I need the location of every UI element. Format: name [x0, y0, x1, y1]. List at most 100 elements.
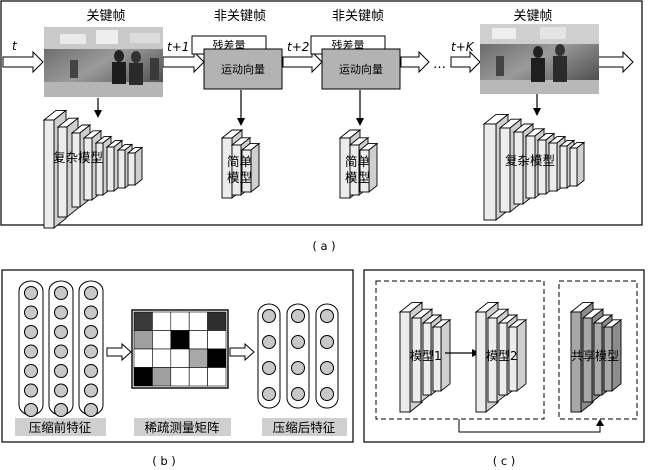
motion-label-2: 运动向量 [339, 62, 383, 76]
arrow-t2 [282, 50, 323, 74]
matrix-cell [133, 311, 153, 331]
feature-node [320, 309, 334, 323]
simple-model-label-1a: 简单 [227, 154, 252, 169]
feature-node [24, 286, 38, 300]
matrix-cell [188, 330, 208, 350]
bracket-connector [458, 419, 604, 433]
feature-node [24, 383, 38, 398]
caption-c: ( c ) [493, 454, 516, 468]
complex-model-label-2: 复杂模型 [505, 153, 555, 168]
arrow-b-1 [106, 342, 132, 362]
arrow-tk [450, 50, 481, 74]
down-arrow-2 [237, 90, 245, 126]
arrow-t1 [162, 50, 205, 74]
video-frame-2 [480, 24, 599, 94]
feature-column [48, 280, 74, 417]
layer [126, 146, 144, 186]
shared-model-label: 共享模型 [571, 348, 619, 363]
layer [602, 318, 623, 392]
feature-node [54, 344, 68, 359]
simple-model-stack-2 [338, 129, 379, 199]
caption-a: ( a ) [312, 239, 335, 253]
feature-node [54, 286, 68, 300]
arrow-in-t [2, 50, 44, 74]
feature-node [320, 361, 334, 375]
feature-node [54, 305, 68, 320]
matrix-label: 稀疏测量矩阵 [144, 420, 220, 435]
arrow-to-dots [400, 50, 430, 74]
arrow-b-2 [229, 342, 255, 362]
layer [240, 142, 261, 193]
layer [568, 141, 586, 187]
simple-model-label-2b: 模型 [345, 170, 370, 185]
layer [358, 142, 379, 193]
separate-models-group [375, 280, 545, 420]
model2-label: 模型2 [486, 349, 518, 363]
nonkeyframe-label-1: 非关键帧 [214, 9, 266, 24]
keyframe-label-2: 关键帧 [513, 9, 552, 24]
model1-stack [398, 301, 452, 413]
feature-node [291, 387, 305, 401]
motion-box-2 [321, 48, 401, 90]
matrix-cell [133, 330, 153, 350]
arrow-out [597, 50, 634, 74]
simple-model-label-2a: 简单 [345, 154, 370, 169]
feature-node [24, 325, 38, 339]
complex-model-stack-2 [482, 113, 586, 221]
shared-model-group [558, 280, 638, 420]
feature-column [257, 303, 281, 409]
matrix-cell [133, 367, 153, 387]
feature-node [24, 403, 38, 417]
panel-b-border [1, 269, 354, 443]
feature-node [262, 387, 276, 401]
motion-label-1: 运动向量 [221, 62, 265, 76]
simple-model-label-1b: 模型 [227, 170, 252, 185]
matrix-cell [170, 367, 190, 387]
panel-c: 模型1 模型2 共享模型 [363, 269, 645, 443]
matrix-cell [207, 311, 227, 331]
matrix-cell [170, 311, 190, 331]
keyframe-label-1: 关键帧 [86, 9, 125, 24]
feature-node [320, 335, 334, 349]
down-arrow-3 [356, 90, 364, 126]
time-label-t: t [12, 39, 18, 53]
before-label-bg [15, 418, 106, 436]
matrix-label-bg [134, 418, 231, 436]
feature-node [84, 403, 98, 417]
time-label-t2: t+2 [287, 40, 309, 54]
matrix-cell [152, 367, 172, 387]
matrix-cell [170, 330, 190, 350]
panel-c-border [363, 269, 645, 443]
panel-a-border [0, 0, 643, 226]
feature-node [262, 309, 276, 323]
feature-column [286, 303, 310, 409]
complex-model-label-1: 复杂模型 [53, 150, 103, 165]
complex-model-stack-1 [42, 109, 144, 229]
feature-node [291, 361, 305, 375]
feature-column [78, 280, 104, 417]
feature-node [84, 325, 98, 339]
feature-node [291, 335, 305, 349]
feature-node [262, 361, 276, 375]
after-features [257, 303, 339, 409]
nonkeyframe-label-2: 非关键帧 [332, 9, 384, 24]
sparse-matrix [131, 309, 229, 389]
motion-box-1 [203, 48, 283, 90]
matrix-cell [207, 367, 227, 387]
ellipsis-text: … [433, 57, 446, 72]
matrix-cell [188, 348, 208, 368]
feature-node [24, 364, 38, 378]
matrix-cell [133, 348, 153, 368]
feature-node [84, 286, 98, 300]
feature-node [54, 364, 68, 378]
panel-b: 压缩前特征 稀疏测量矩阵 压缩后特征 [1, 269, 354, 443]
matrix-cell [188, 367, 208, 387]
caption-b: ( b ) [152, 454, 176, 468]
feature-node [291, 309, 305, 323]
shared-model-stack [569, 301, 623, 413]
matrix-cell [188, 311, 208, 331]
time-label-tk: t+K [451, 40, 475, 54]
down-arrow-4 [533, 94, 541, 116]
feature-column [315, 303, 339, 409]
